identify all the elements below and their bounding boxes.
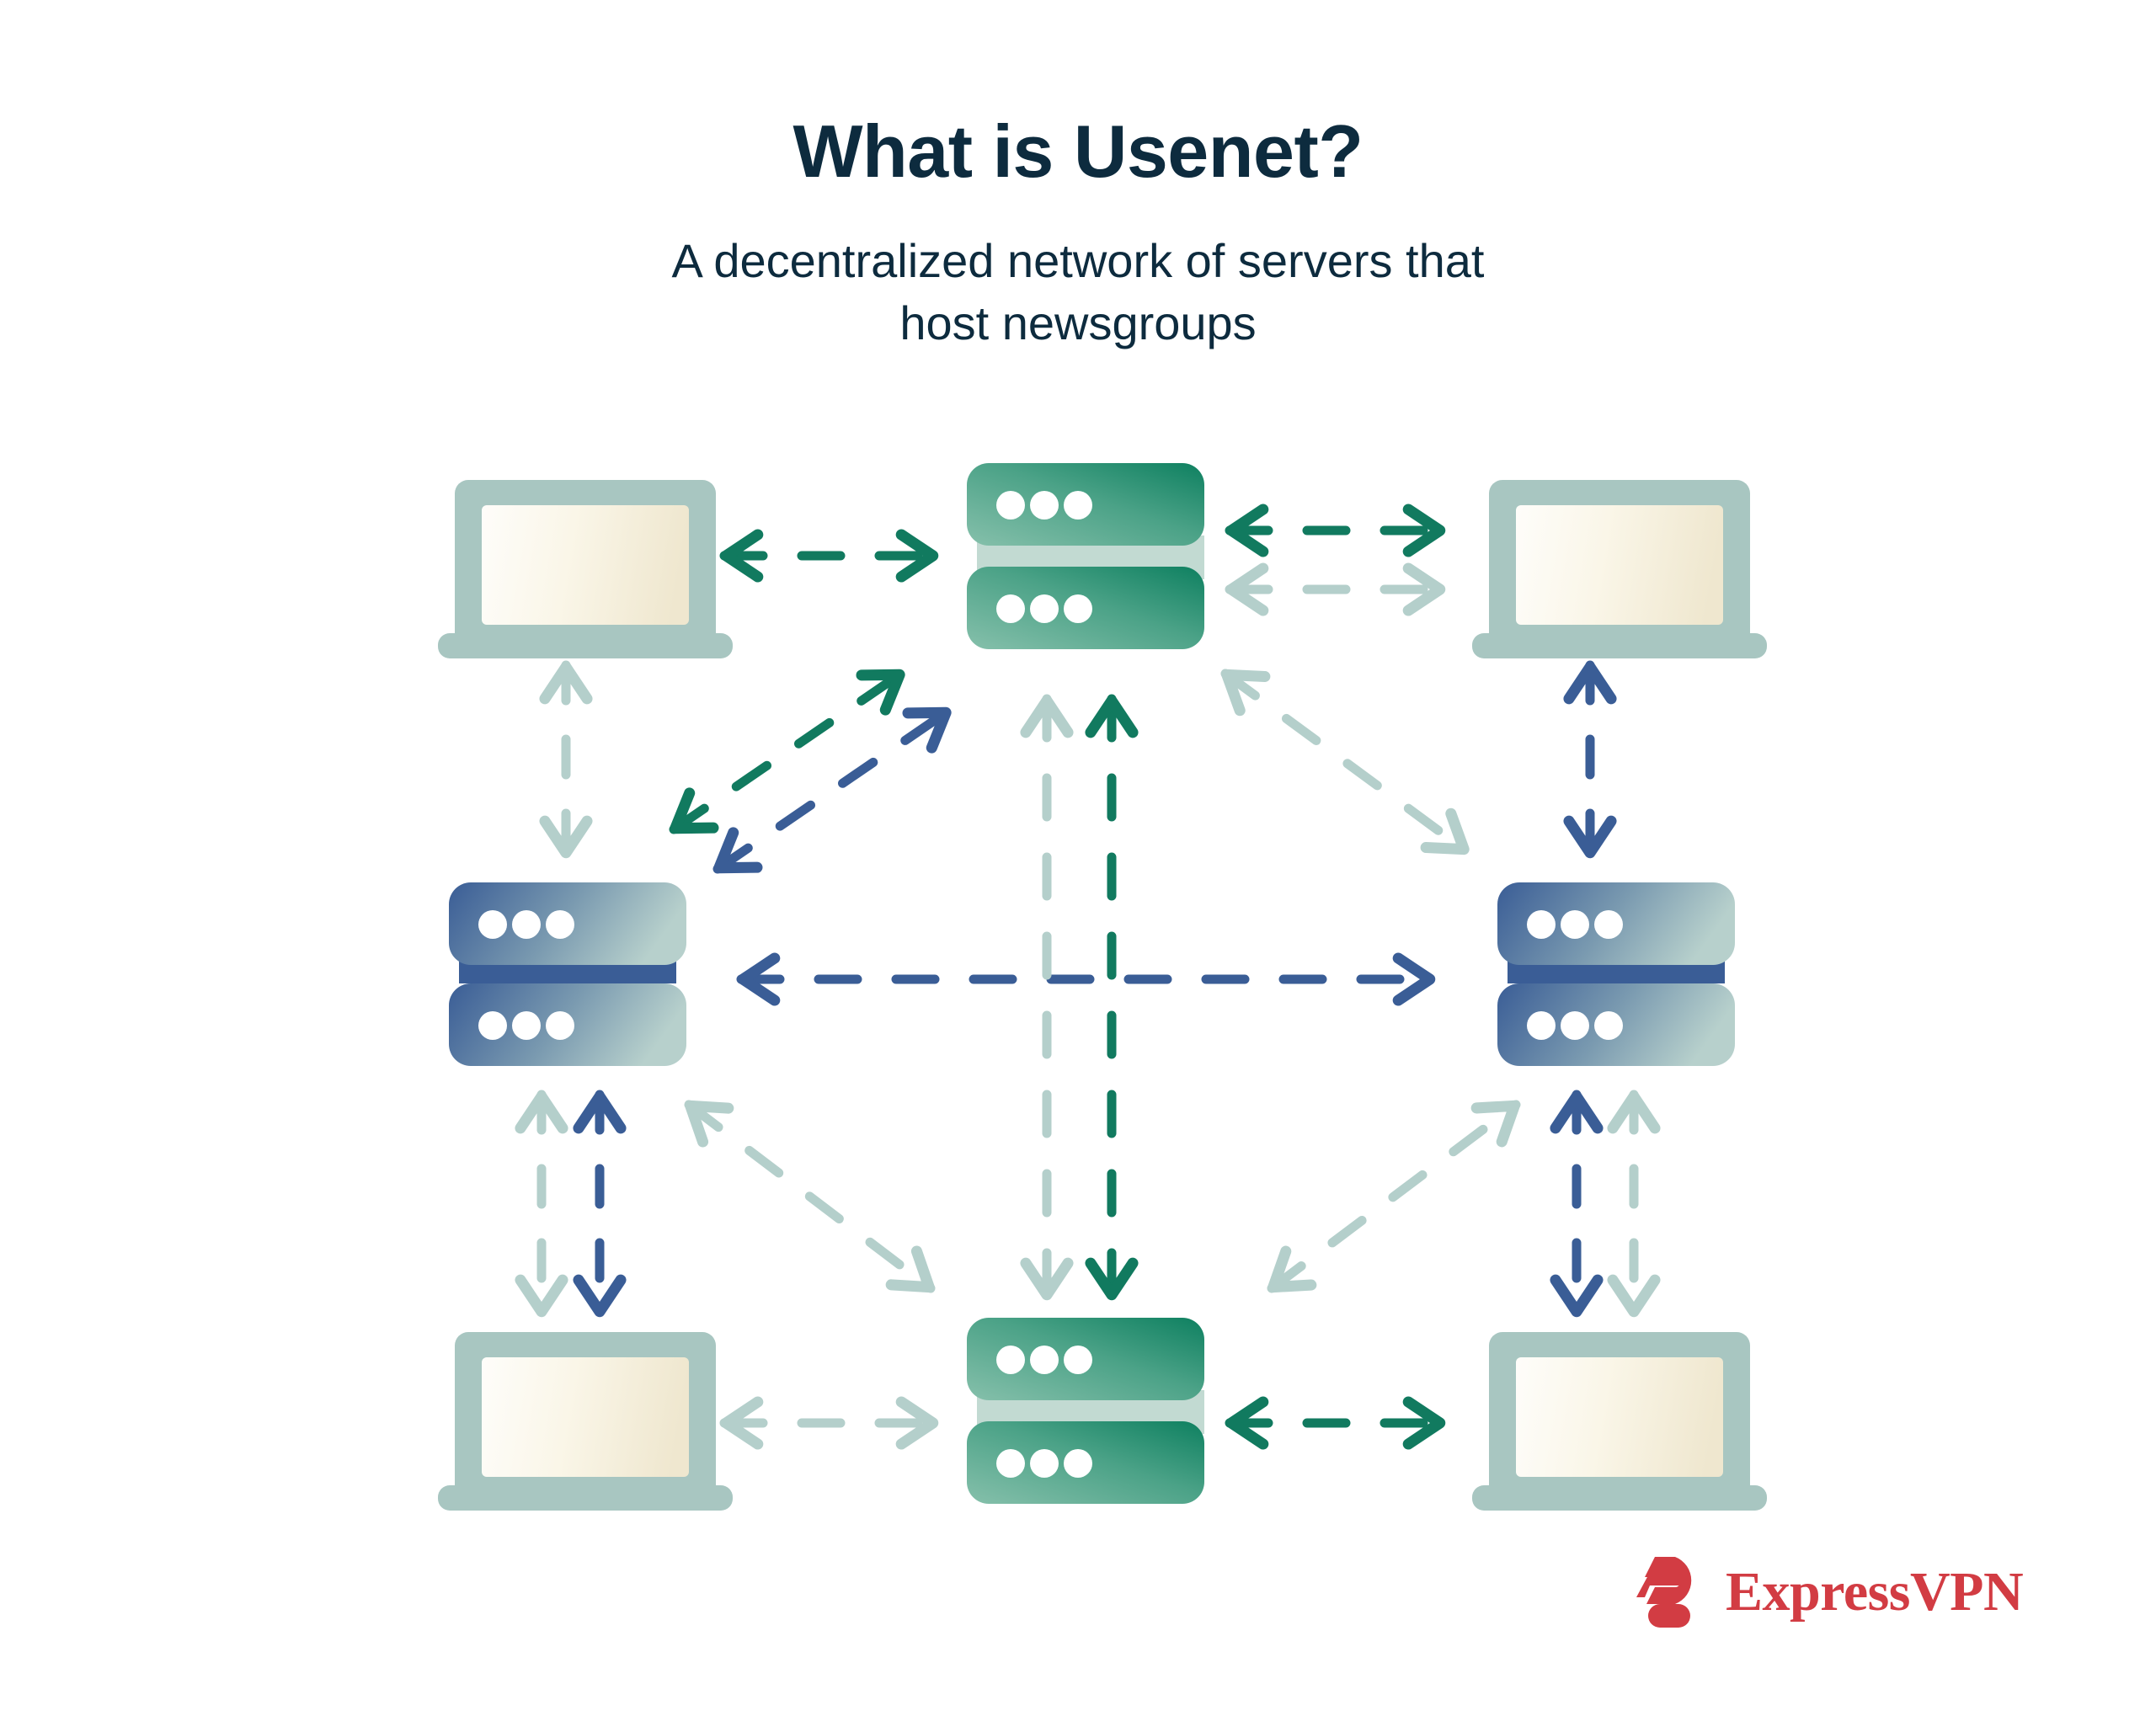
page-title: What is Usenet? [792,109,1364,193]
node-laptop-top-right[interactable] [1472,480,1767,658]
heading-block: What is Usenet? A decentralized network … [0,109,2156,354]
node-laptop-top-left[interactable] [438,480,733,658]
node-laptop-bottom-right[interactable] [1472,1332,1767,1511]
brand-logo[interactable]: ExpressVPN [1630,1553,2024,1631]
page-subtitle-line-1: A decentralized network of servers that [671,233,1485,287]
expressvpn-e-logo-icon [1636,1557,1692,1628]
edge-server-middle-left-to-server-bottom-center [684,1100,936,1293]
node-server-middle-right[interactable] [1497,882,1735,1066]
page-subtitle-line-2: host newsgroups [899,296,1257,349]
edge-server-bottom-center-to-server-middle-right [1267,1100,1521,1293]
expressvpn-wordmark: ExpressVPN [1726,1561,2024,1623]
edge-server-top-center-to-server-middle-right [1220,669,1470,855]
node-laptop-bottom-left[interactable] [438,1332,733,1511]
edge-server-middle-left-to-server-top-center-blue [712,706,953,874]
edge-server-middle-left-to-server-top-center-green [669,669,906,834]
node-server-bottom-center[interactable] [967,1318,1204,1504]
node-server-middle-left[interactable] [449,882,686,1066]
node-server-top-center[interactable] [967,463,1204,649]
page-subtitle: A decentralized network of servers that … [0,230,2156,354]
edge-layer [515,504,1661,1450]
